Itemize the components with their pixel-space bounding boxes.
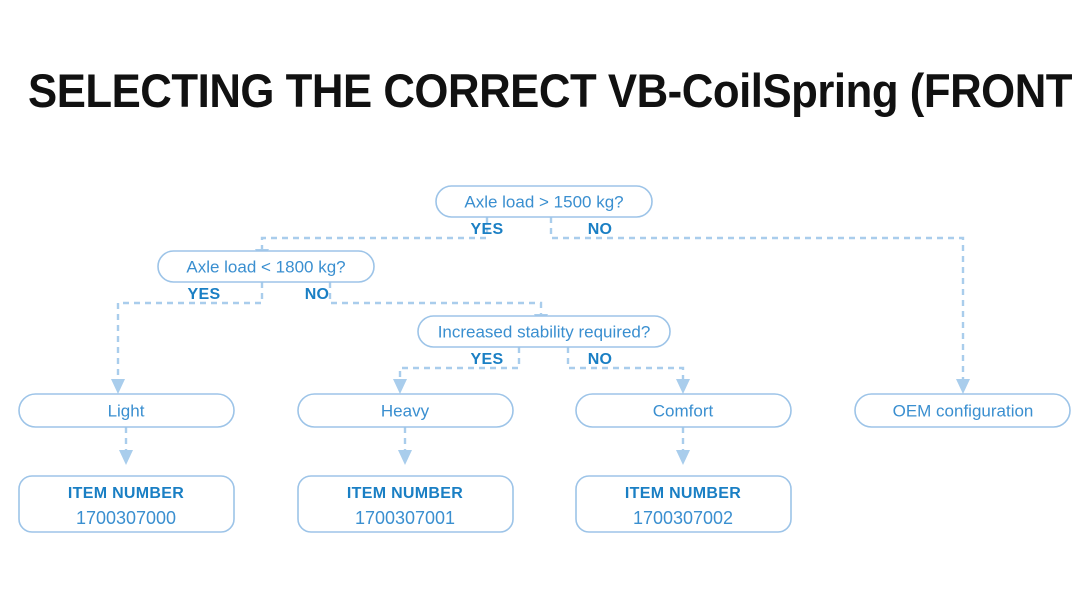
result-oem-label: OEM configuration [893,401,1034,420]
decision2-shape[interactable] [157,250,375,283]
decision-node-axle-load-1500[interactable]: Axle load > 1500 kg? [435,185,653,218]
decision3-no-label: NO [588,351,613,368]
decision2-yes-label: YES [188,286,221,303]
item-light-shape[interactable] [18,475,235,533]
result-heavy-label: Heavy [381,401,430,420]
decision3-yes-label: YES [471,351,504,368]
arrow-head-d2-yes [111,379,125,394]
result-comfort-shape[interactable] [575,393,792,428]
connector-layer [111,217,970,465]
connector-d3-yes-to-heavy [398,347,521,381]
decision3-shape[interactable] [417,315,671,348]
page-title: SELECTING THE CORRECT VB-CoilSpring (FRO… [28,64,1080,117]
connector-d3-no-to-comfort [566,347,685,381]
result-node-comfort[interactable]: Comfort [575,393,792,428]
arrow-head-light-item [119,450,133,465]
item-light-number: 1700307000 [76,508,176,528]
result-node-oem-configuration[interactable]: OEM configuration [854,393,1071,428]
decision1-label: Axle load > 1500 kg? [464,192,623,211]
decision1-no-label: NO [588,221,613,238]
item-number-box-heavy[interactable]: ITEM NUMBER 1700307001 [297,475,514,533]
decision1-shape[interactable] [435,185,653,218]
connector-d2-yes-to-light [116,282,264,381]
connector-d2-no-to-d3 [328,282,543,316]
result-light-label: Light [108,401,145,420]
result-node-light[interactable]: Light [18,393,235,428]
item-number-box-light[interactable]: ITEM NUMBER 1700307000 [18,475,235,533]
decision3-label: Increased stability required? [438,322,651,341]
result-heavy-shape[interactable] [297,393,514,428]
decision2-no-label: NO [305,286,330,303]
decision2-label: Axle load < 1800 kg? [186,257,345,276]
decision-node-axle-load-1800[interactable]: Axle load < 1800 kg? [157,250,375,283]
arrow-head-d1-no [956,379,970,394]
arrow-head-heavy-item [398,450,412,465]
item-heavy-shape[interactable] [297,475,514,533]
result-light-shape[interactable] [18,393,235,428]
item-heavy-number: 1700307001 [355,508,455,528]
item-comfort-number: 1700307002 [633,508,733,528]
item-comfort-caption: ITEM NUMBER [625,485,741,502]
arrow-head-d3-no [676,379,690,394]
item-number-box-comfort[interactable]: ITEM NUMBER 1700307002 [575,475,792,533]
connector-d1-yes-to-d2 [260,217,489,251]
arrow-head-comfort-item [676,450,690,465]
arrow-head-d3-yes [393,379,407,394]
result-oem-shape[interactable] [854,393,1071,428]
item-light-caption: ITEM NUMBER [68,485,184,502]
item-heavy-caption: ITEM NUMBER [347,485,463,502]
connector-d1-no-to-oem [549,217,965,381]
decision1-yes-label: YES [471,221,504,238]
result-node-heavy[interactable]: Heavy [297,393,514,428]
item-comfort-shape[interactable] [575,475,792,533]
result-comfort-label: Comfort [653,401,714,420]
decision-node-increased-stability[interactable]: Increased stability required? [417,315,671,348]
